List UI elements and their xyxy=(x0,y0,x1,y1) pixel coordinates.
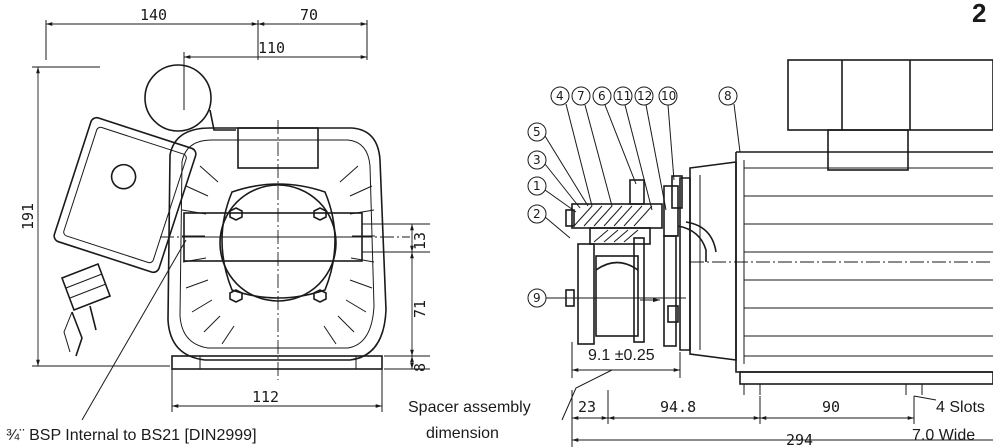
dim-23: 23 xyxy=(578,398,596,416)
svg-text:2: 2 xyxy=(533,207,541,221)
callout-5: 5 xyxy=(527,122,547,142)
svg-text:4: 4 xyxy=(556,89,564,103)
callout-8: 8 xyxy=(718,86,738,106)
callout-10: 10 xyxy=(658,86,678,106)
connection-note: ¾¨ BSP Internal to BS21 [DIN2999] xyxy=(6,427,257,444)
svg-text:1: 1 xyxy=(533,179,541,193)
dim-110: 110 xyxy=(258,39,285,57)
callout-9: 9 xyxy=(527,288,547,308)
junction-box xyxy=(53,116,197,274)
spacer-label-line1: Spacer assembly xyxy=(408,399,531,416)
capacitor xyxy=(144,64,212,132)
svg-text:8: 8 xyxy=(724,89,732,103)
terminal-box xyxy=(787,59,993,131)
callout-7: 7 xyxy=(571,86,591,106)
motor-foot xyxy=(171,355,383,370)
dim-294: 294 xyxy=(786,431,813,447)
callout-4: 4 xyxy=(550,86,570,106)
svg-text:9: 9 xyxy=(533,291,541,305)
callout-12: 12 xyxy=(634,86,654,106)
svg-text:10: 10 xyxy=(661,89,676,103)
side-view: 4 7 6 11 12 10 8 5 3 1 2 9 xyxy=(408,59,993,447)
callout-3: 3 xyxy=(527,150,547,170)
callout-bubbles: 4 7 6 11 12 10 8 5 3 1 2 9 xyxy=(527,86,738,308)
dim-140: 140 xyxy=(140,6,167,24)
page-marker: 2 xyxy=(972,0,986,28)
dim-90: 90 xyxy=(822,398,840,416)
dim-112: 112 xyxy=(252,388,279,406)
callout-11: 11 xyxy=(613,86,633,106)
spacer-label-line2: dimension xyxy=(426,425,499,442)
pump-head xyxy=(565,175,717,347)
dim-70: 70 xyxy=(300,6,318,24)
dim-71: 71 xyxy=(411,300,429,318)
callout-2: 2 xyxy=(527,204,547,224)
slots-label-line2: 7.0 Wide xyxy=(912,427,975,444)
motor-frame xyxy=(167,127,387,361)
dim-13: 13 xyxy=(411,232,429,250)
dim-8: 8 xyxy=(411,363,429,372)
svg-text:3: 3 xyxy=(533,153,541,167)
svg-text:11: 11 xyxy=(616,89,631,103)
bolts xyxy=(229,207,327,303)
pump-body xyxy=(221,183,336,299)
dim-spacer: 9.1 ±0.25 xyxy=(588,347,655,364)
callout-1: 1 xyxy=(527,176,547,196)
dim-94-8: 94.8 xyxy=(660,398,696,416)
front-view: 140 70 110 191 xyxy=(6,6,430,444)
cable-gland xyxy=(60,262,112,357)
svg-text:5: 5 xyxy=(533,125,541,139)
dim-191: 191 xyxy=(19,203,37,230)
slots-label-line1: 4 Slots xyxy=(936,399,985,416)
svg-text:6: 6 xyxy=(598,89,606,103)
svg-text:7: 7 xyxy=(577,89,585,103)
callout-6: 6 xyxy=(592,86,612,106)
svg-text:12: 12 xyxy=(637,89,652,103)
